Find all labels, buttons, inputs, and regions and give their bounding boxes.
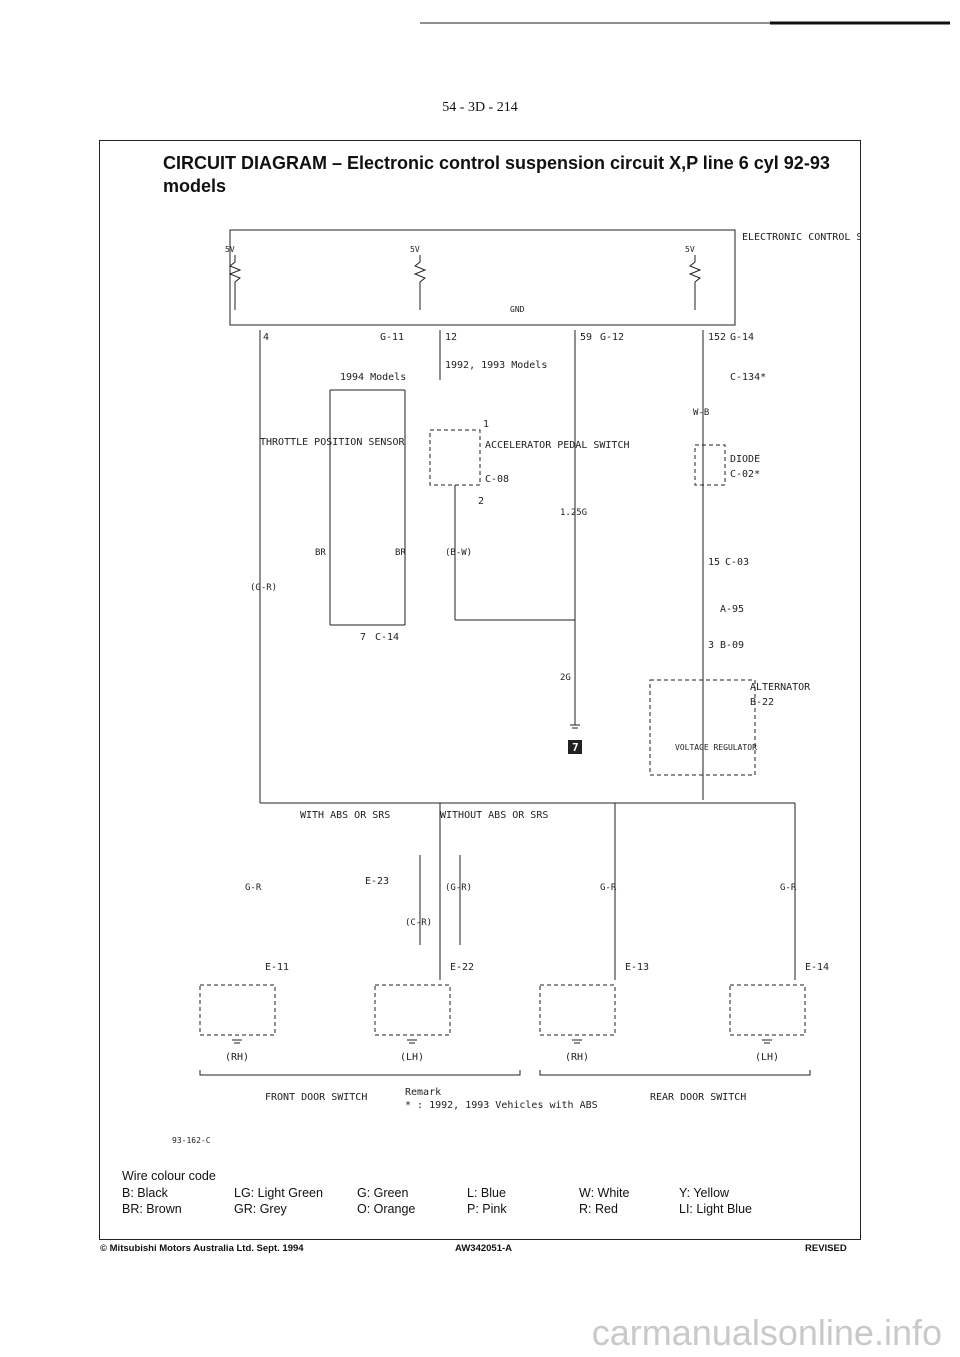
diagram-label-47: (LH) bbox=[755, 1052, 779, 1063]
ground-number: 7 bbox=[572, 741, 579, 754]
scan-header-bar bbox=[420, 18, 950, 32]
diagram-label-52: (B-W) bbox=[445, 548, 472, 558]
diagram-label-15: G-11 bbox=[380, 332, 404, 343]
diagram-label-9: 152 bbox=[708, 332, 726, 343]
wire-colour-code: Wire colour code B: Black LG: Light Gree… bbox=[122, 1168, 822, 1221]
diagram-label-57: (C-R) bbox=[405, 918, 432, 928]
diagram-label-25: E-23 bbox=[365, 876, 389, 887]
diagram-label-46: (RH) bbox=[565, 1052, 589, 1063]
diagram-label-48: 93-162-C bbox=[172, 1136, 211, 1145]
diagram-label-12: 7 bbox=[360, 632, 366, 643]
diagram-label-33: THROTTLE POSITION SENSOR bbox=[260, 437, 405, 448]
wire-code-g: G: Green bbox=[357, 1186, 409, 1200]
wire-colour-code-label: Wire colour code bbox=[122, 1169, 216, 1183]
page-number: 54 - 3D - 214 bbox=[442, 100, 518, 115]
diagram-label-11: 2 bbox=[478, 496, 484, 507]
front-door-switch-lh bbox=[374, 984, 451, 1036]
wire-code-b: B: Black bbox=[122, 1186, 168, 1200]
diagram-label-8: 59 bbox=[580, 332, 592, 343]
watermark: carmanualsonline.info bbox=[591, 1312, 942, 1353]
page-title: CIRCUIT DIAGRAM – Electronic control sus… bbox=[163, 153, 830, 196]
diagram-label-19: C-02* bbox=[730, 469, 760, 480]
diagram-label-32: 1992, 1993 Models bbox=[445, 360, 547, 371]
front-door-switch-rh bbox=[199, 984, 276, 1036]
diagram-label-30: B-22 bbox=[750, 697, 774, 708]
wire-code-gr: GR: Grey bbox=[234, 1202, 287, 1216]
diagram-label-2: 5V bbox=[225, 245, 235, 254]
circuit-diagram: 7 ELECTRONIC CONTROL SUSPENSION CONTROL … bbox=[172, 229, 860, 1145]
resistor-2 bbox=[413, 255, 427, 310]
diagram-label-24: C-14 bbox=[375, 632, 399, 643]
diagram-label-13: 15 bbox=[708, 557, 720, 568]
diagram-label-3: 5V bbox=[410, 245, 420, 254]
diagram-label-35: DIODE bbox=[730, 454, 760, 465]
diagram-label-20: C-03 bbox=[725, 557, 749, 568]
diagram-label-56: G-R bbox=[245, 883, 262, 893]
diagram-label-58: (G-R) bbox=[445, 883, 472, 893]
diagram-label-41: REAR DOOR SWITCH bbox=[650, 1092, 746, 1103]
diagram-label-59: G-R bbox=[600, 883, 617, 893]
diagram-label-27: E-22 bbox=[450, 962, 474, 973]
footer-copyright: © Mitsubishi Motors Australia Ltd. Sept.… bbox=[100, 1243, 304, 1254]
diagram-label-55: 2G bbox=[560, 673, 571, 683]
diagram-label-44: (RH) bbox=[225, 1052, 249, 1063]
diagram-label-37: VOLTAGE REGULATOR bbox=[675, 743, 757, 752]
diagram-label-50: BR bbox=[315, 548, 326, 558]
diagram-label-39: WITHOUT ABS OR SRS bbox=[440, 810, 548, 821]
diagram-label-10: 1 bbox=[483, 419, 489, 430]
diagram-label-7: 12 bbox=[445, 332, 457, 343]
diagram-label-38: WITH ABS OR SRS bbox=[300, 810, 390, 821]
diagram-label-14: 3 bbox=[708, 640, 714, 651]
rear-door-switch-rh bbox=[539, 984, 616, 1036]
diagram-label-6: 4 bbox=[263, 332, 269, 343]
diagram-label-31: 1994 Models bbox=[340, 372, 406, 383]
diagram-label-45: (LH) bbox=[400, 1052, 424, 1063]
diagram-label-16: G-12 bbox=[600, 332, 624, 343]
footer-status: REVISED bbox=[805, 1243, 847, 1254]
wire-code-p: P: Pink bbox=[467, 1202, 507, 1216]
wire-code-y: Y: Yellow bbox=[679, 1186, 730, 1200]
diagram-label-51: BR bbox=[395, 548, 406, 558]
ecu-label: ELECTRONIC CONTROL SUSPENSION CONTROL UN… bbox=[742, 232, 860, 243]
diagram-label-26: E-11 bbox=[265, 962, 289, 973]
wire-code-li: LI: Light Blue bbox=[679, 1202, 752, 1216]
resistor-1 bbox=[228, 255, 242, 310]
diagram-label-21: A-95 bbox=[720, 604, 744, 615]
diagram-label-4: 5V bbox=[685, 245, 695, 254]
ecu-box bbox=[229, 229, 736, 326]
diagram-label-40: FRONT DOOR SWITCH bbox=[265, 1092, 367, 1103]
diagram-label-42: Remark bbox=[405, 1087, 441, 1098]
wire-code-o: O: Orange bbox=[357, 1202, 416, 1216]
diagram-label-17: G-14 bbox=[730, 332, 754, 343]
rear-door-switch-lh bbox=[729, 984, 806, 1036]
diagram-label-60: G-R bbox=[780, 883, 797, 893]
ground-point-7 bbox=[568, 740, 582, 754]
diagram-label-29: E-14 bbox=[805, 962, 829, 973]
diagram-label-23: C-08 bbox=[485, 474, 509, 485]
wire-code-l: L: Blue bbox=[467, 1186, 506, 1200]
diagram-label-22: B-09 bbox=[720, 640, 744, 651]
wire-code-w: W: White bbox=[579, 1186, 630, 1200]
wire-code-r: R: Red bbox=[579, 1202, 618, 1216]
diagram-label-53: 1.25G bbox=[560, 508, 587, 518]
diagram-label-5: GND bbox=[510, 305, 525, 314]
diagram-label-49: (G-R) bbox=[250, 583, 277, 593]
wire-code-lg: LG: Light Green bbox=[234, 1186, 323, 1200]
diagram-label-54: W-B bbox=[693, 408, 709, 418]
diagram-label-34: ACCELERATOR PEDAL SWITCH bbox=[485, 440, 630, 451]
resistor-3 bbox=[688, 255, 702, 310]
wire-code-br: BR: Brown bbox=[122, 1202, 182, 1216]
diagram-label-43: * : 1992, 1993 Vehicles with ABS bbox=[405, 1100, 598, 1111]
diagram-label-36: ALTERNATOR bbox=[750, 682, 811, 693]
diagram-label-18: C-134* bbox=[730, 372, 766, 383]
diagram-frame bbox=[99, 140, 861, 1240]
footer-doc-id: AW342051-A bbox=[455, 1243, 513, 1254]
diagram-label-28: E-13 bbox=[625, 962, 649, 973]
